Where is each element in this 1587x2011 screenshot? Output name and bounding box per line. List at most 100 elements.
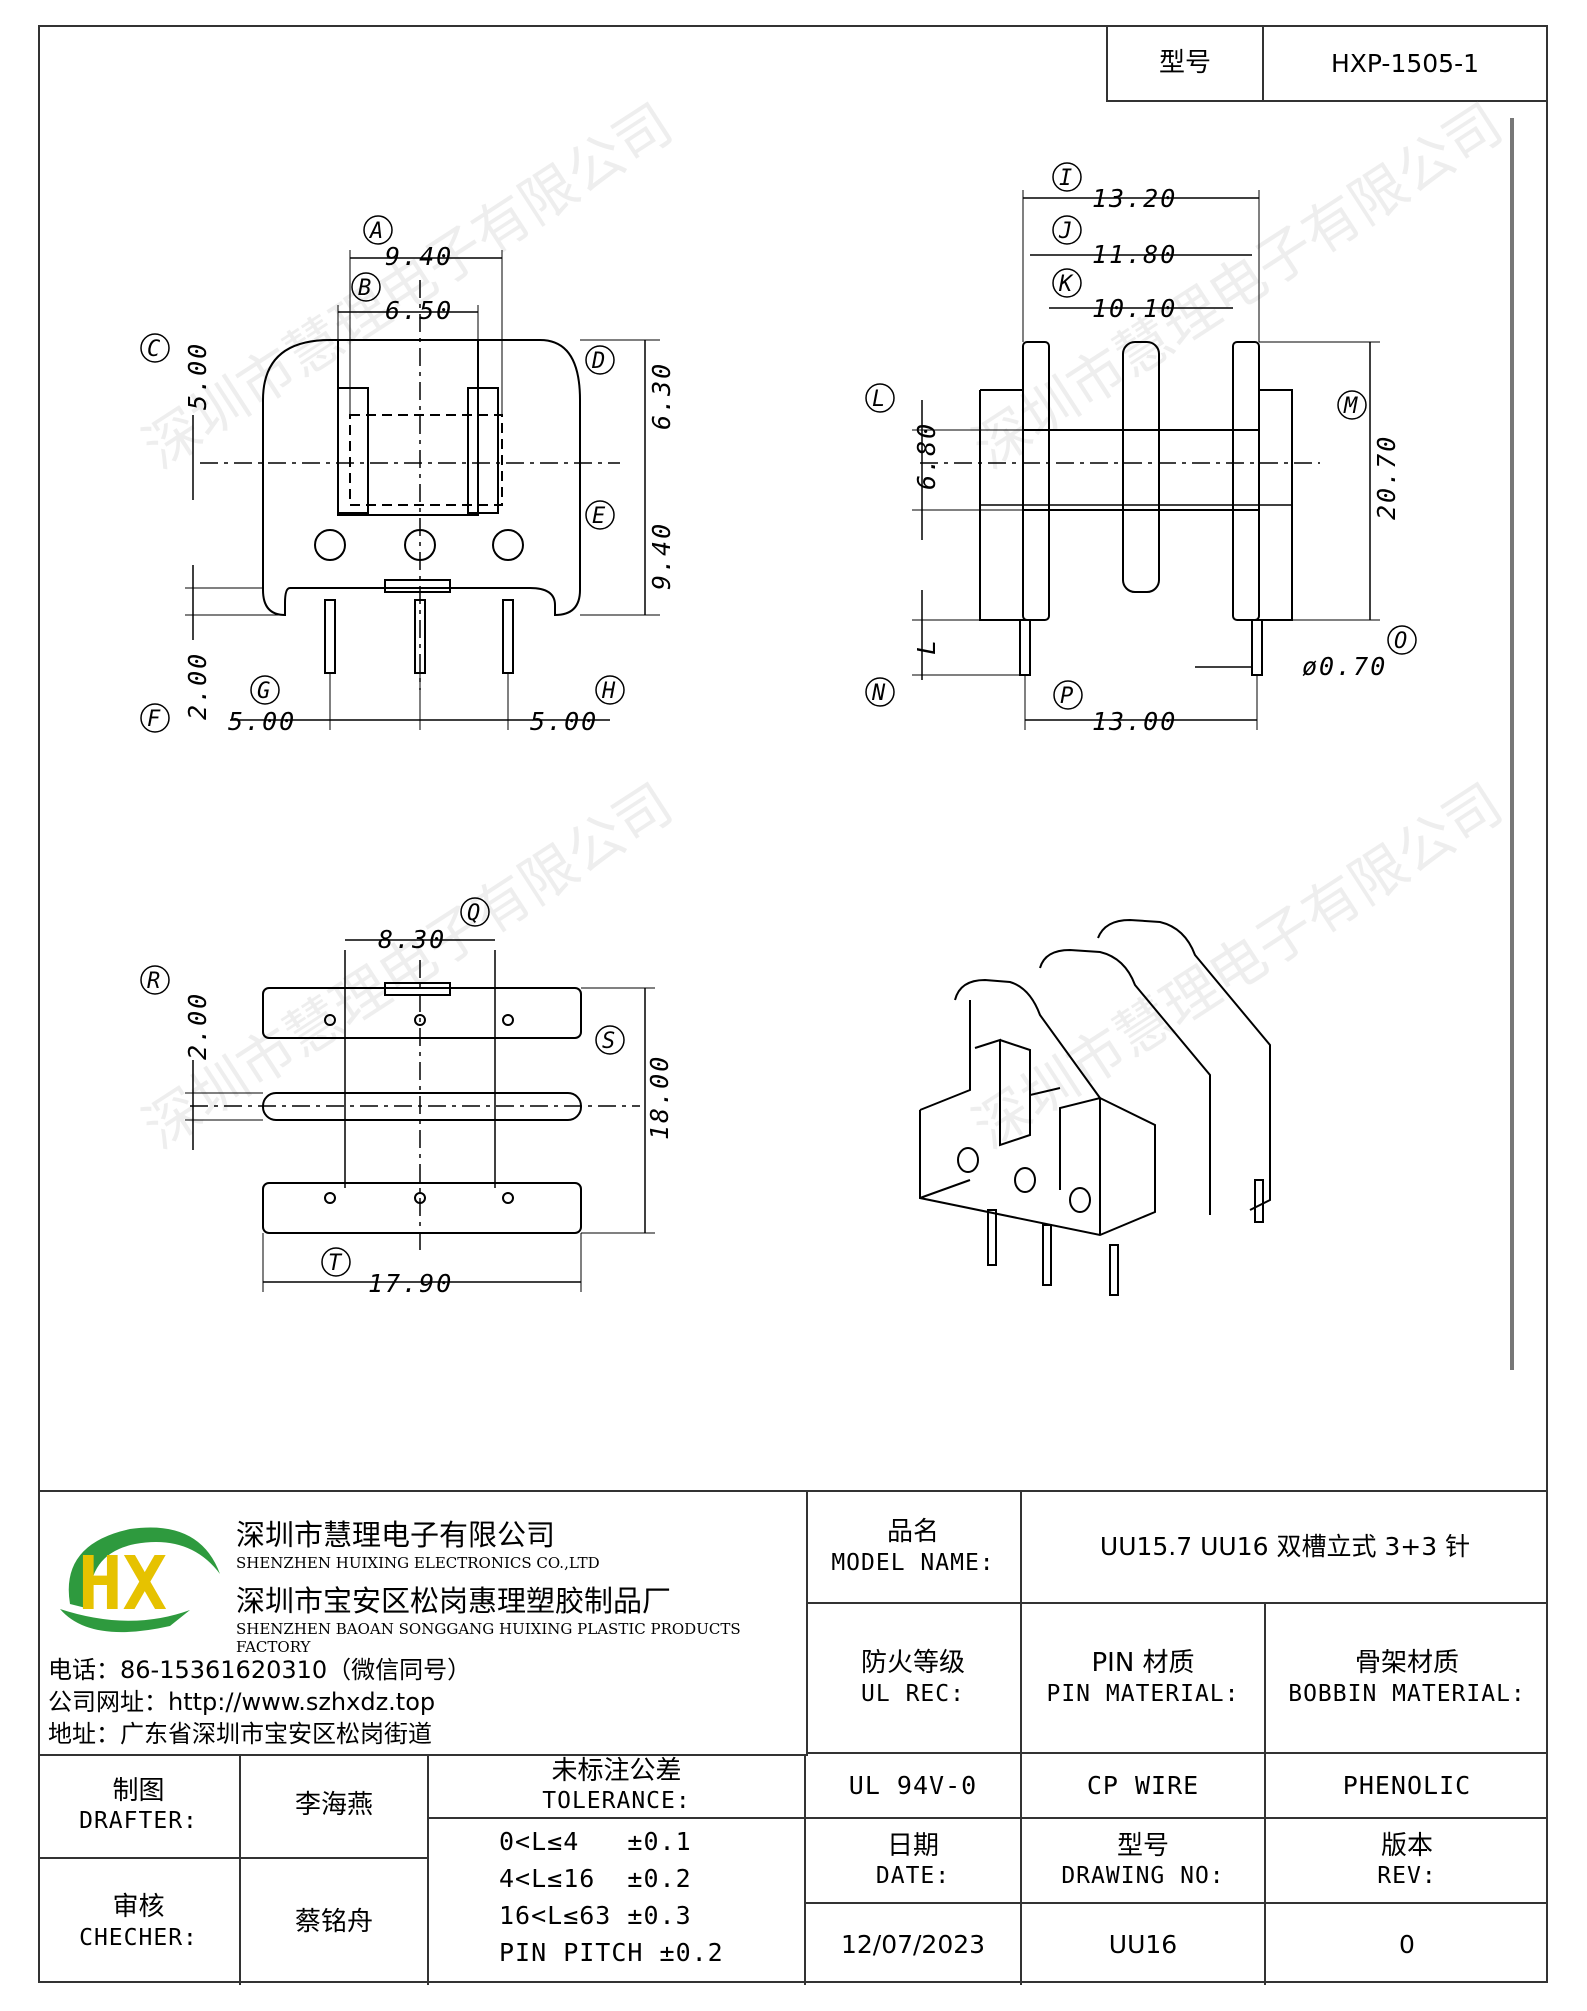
bottom-pin-4: [324, 1192, 336, 1204]
watermark-1: 深圳市慧理电子有限公司: [132, 92, 684, 482]
iso-pin-3: [1109, 1244, 1119, 1296]
date-value-cell: 12/07/2023: [806, 1904, 1022, 1985]
rev-value-cell: 0: [1266, 1904, 1548, 1985]
tolerance-values-cell: 0<L≤4 ±0.1 4<L≤16 ±0.2 16<L≤63 ±0.3 PIN …: [429, 1819, 806, 1985]
pin-label-en: PIN MATERIAL:: [1046, 1680, 1240, 1707]
side-flange-right: [1232, 341, 1260, 621]
front-notch: [384, 579, 451, 593]
dim-value-H: 5.00: [530, 707, 598, 736]
dim-value-C: 5.00: [183, 342, 212, 410]
bubble-label-N: N: [871, 681, 886, 706]
pin-value: CP WIRE: [1086, 1770, 1200, 1800]
bottom-rail-top: [262, 987, 582, 1039]
dim-value-B: 6.50: [385, 296, 453, 325]
bottom-pin-2: [414, 1014, 426, 1026]
dim-value-K: 10.10: [1092, 294, 1177, 323]
drawing-frame: [38, 25, 1548, 1983]
bubble-C: [140, 333, 170, 363]
bubble-label-A: A: [368, 219, 383, 244]
rev-label-cn: 版本: [1380, 1830, 1433, 1861]
bubble-F: [140, 703, 170, 733]
bottom-pin-3: [502, 1014, 514, 1026]
bottom-pin-6: [502, 1192, 514, 1204]
date-value: 12/07/2023: [840, 1929, 986, 1959]
bubble-label-G: G: [257, 679, 270, 704]
drawing-label-en: DRAWING NO:: [1061, 1863, 1225, 1890]
bubble-P: [1053, 680, 1083, 710]
bobbin-value-cell: PHENOLIC: [1266, 1754, 1548, 1819]
model-name-label-cn: 品名: [886, 1517, 939, 1548]
date-label-cell: 日期 DATE:: [806, 1819, 1022, 1904]
tolerance-list: 0<L≤4 ±0.1 4<L≤16 ±0.2 16<L≤63 ±0.3 PIN …: [499, 1827, 799, 1977]
dim-value-E: 9.40: [647, 522, 676, 590]
tolerance-row-3: 16<L≤63 ±0.3: [499, 1901, 692, 1930]
drafter-label-en: DRAFTER:: [79, 1808, 198, 1835]
bobbin-label-cn: 骨架材质: [1354, 1648, 1459, 1679]
front-pin-left: [324, 599, 336, 674]
bubble-E: [585, 500, 615, 530]
bubble-label-H: H: [601, 679, 616, 704]
date-label-en: DATE:: [875, 1863, 951, 1890]
tolerance-label-cell: 未标注公差 TOLERANCE:: [429, 1754, 806, 1819]
company-phone: 电话：86-15361620310（微信同号）: [48, 1656, 472, 1684]
front-hole-right: [492, 529, 524, 561]
tolerance-row-1: 0<L≤4 ±0.1: [499, 1827, 692, 1856]
bubble-T: [321, 1247, 351, 1277]
iso-base: [919, 1000, 1156, 1237]
title-block: HX 深圳市慧理电子有限公司 SHENZHEN HUIXING ELECTRON…: [38, 1490, 1548, 1985]
dim-value-D: 6.30: [647, 362, 676, 430]
company-address: 地址：广东省深圳市宝安区松岗街道: [48, 1720, 432, 1748]
ul-value-cell: UL 94V-0: [806, 1754, 1022, 1819]
bubble-S: [595, 1025, 625, 1055]
watermark-2: 深圳市慧理电子有限公司: [962, 92, 1514, 482]
company-cell: HX 深圳市慧理电子有限公司 SHENZHEN HUIXING ELECTRON…: [38, 1492, 808, 1756]
dim-value-Q: 8.30: [378, 925, 446, 954]
dim-value-G: 5.00: [228, 707, 296, 736]
dim-value-L: 6.80: [912, 422, 941, 490]
bottom-rail-bottom: [262, 1182, 582, 1234]
side-pin-right: [1251, 619, 1263, 676]
company-name-en: SHENZHEN HUIXING ELECTRONICS CO.,LTD: [236, 1554, 600, 1572]
company-logo: HX: [60, 1527, 220, 1633]
bubble-label-R: R: [147, 969, 160, 994]
bubble-O: [1387, 625, 1417, 655]
bubble-N: [865, 677, 895, 707]
side-pin-left: [1019, 619, 1031, 676]
bubble-label-P: P: [1060, 684, 1073, 709]
bubble-label-B: B: [358, 276, 371, 301]
ul-label-cn: 防火等级: [860, 1648, 965, 1679]
dim-value-J: 11.80: [1092, 240, 1177, 269]
dim-value-O: ø0.70: [1302, 652, 1387, 681]
front-slot-inner: [337, 339, 479, 516]
dim-value-T: 17.90: [368, 1269, 453, 1298]
bubble-label-T: T: [328, 1251, 343, 1276]
tolerance-row-2: 4<L≤16 ±0.2: [499, 1864, 692, 1893]
logo-letters: HX: [78, 1541, 167, 1627]
bubble-label-D: D: [591, 349, 605, 374]
bubble-H: [595, 675, 625, 705]
logo-swoosh-icon: [68, 1527, 220, 1609]
bubble-J: [1052, 215, 1082, 245]
rev-label-cell: 版本 REV:: [1266, 1819, 1548, 1904]
watermark-3: 深圳市慧理电子有限公司: [132, 772, 684, 1162]
side-core: [1022, 429, 1260, 511]
front-window-right: [467, 387, 499, 514]
dim-value-F: 2.00: [183, 652, 212, 720]
drawing-label-cn: 型号: [1116, 1830, 1169, 1861]
watermark-4: 深圳市慧理电子有限公司: [962, 772, 1514, 1162]
side-view: 13.20 I 11.80 J 10.10 K 6.80 L 20.70 M L…: [865, 162, 1417, 736]
dim-value-P: 13.00: [1092, 707, 1177, 736]
model-name-label-en: MODEL NAME:: [831, 1549, 995, 1576]
iso-hole-3: [1069, 1187, 1091, 1213]
header-model-label: 型号: [1158, 48, 1211, 79]
bottom-pin-1: [324, 1014, 336, 1026]
checker-label-en: CHECHER:: [79, 1924, 198, 1951]
drawing-label-cell: 型号 DRAWING NO:: [1022, 1819, 1266, 1904]
ul-label-en: UL REC:: [861, 1680, 965, 1707]
bubble-label-K: K: [1058, 272, 1074, 297]
dim-value-A: 9.40: [385, 242, 453, 271]
dim-value-R: 2.00: [183, 992, 212, 1060]
drafter-label-cn: 制图: [112, 1775, 165, 1806]
dim-value-I: 13.20: [1092, 184, 1177, 213]
checker-name: 蔡铭舟: [294, 1906, 373, 1937]
